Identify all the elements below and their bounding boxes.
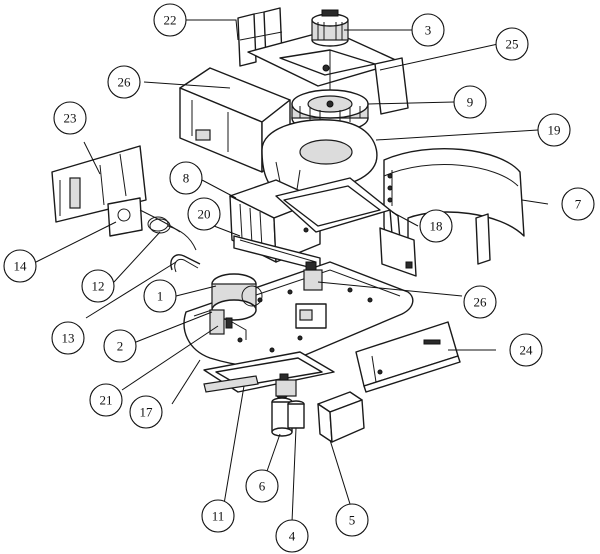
part-5-control-board (317, 391, 365, 443)
callout-20: 21 (89, 383, 123, 417)
callout-label: 23 (64, 111, 77, 126)
callout-13: 13 (51, 321, 85, 355)
part-14-pipe-bracket (107, 197, 181, 237)
callout-label: 1 (157, 289, 164, 304)
part-13-u-pipe (170, 254, 201, 273)
part-3-blower-motor (311, 9, 349, 47)
callout-label: 5 (349, 513, 356, 528)
callout-label: 8 (183, 171, 190, 186)
callout-label: 13 (62, 331, 75, 346)
callout-6: 6 (245, 469, 279, 503)
part-6-capacitor (271, 393, 293, 437)
callout-11: 11 (201, 499, 235, 533)
side-panel (379, 227, 417, 277)
callout-label: 21 (100, 393, 113, 408)
part-4-relay (275, 373, 305, 429)
callout-label: 12 (92, 279, 105, 294)
callout-label: 18 (430, 219, 443, 234)
callout-label: 11 (212, 509, 225, 524)
part-12-coil (147, 216, 197, 251)
callout-26: 26 (463, 285, 497, 319)
callout-3: 3 (411, 13, 445, 47)
callout-label: 14 (14, 259, 28, 274)
callout-25: 26 (107, 65, 141, 99)
callout-label: 19 (548, 123, 561, 138)
callout-label: 7 (575, 197, 582, 212)
callout-19: 20 (187, 197, 221, 231)
callout-label: 22 (164, 13, 177, 28)
callout-8: 8 (169, 161, 203, 195)
part-20-valve (209, 309, 247, 340)
callout-label: 20 (198, 207, 211, 222)
callout-21: 22 (153, 3, 187, 37)
callout-12: 12 (81, 269, 115, 303)
callout-label: 6 (259, 479, 266, 494)
callout-2: 2 (103, 329, 137, 363)
callout-label: 26 (118, 75, 132, 90)
callout-23: 24 (509, 333, 543, 367)
callout-label: 17 (140, 405, 154, 420)
callout-17: 19 (537, 113, 571, 147)
callout-label: 4 (289, 529, 296, 544)
callout-24: 25 (495, 27, 529, 61)
callout-15: 17 (129, 395, 163, 429)
callout-22: 23 (53, 101, 87, 135)
callout-label: 3 (425, 23, 432, 38)
part-11-base-frame (203, 351, 335, 393)
callout-1: 1 (143, 279, 177, 313)
callout-label: 24 (520, 343, 534, 358)
part-24-mounting-plate (247, 29, 409, 115)
callout-5: 5 (335, 503, 369, 537)
callout-4: 4 (275, 519, 309, 553)
part-23-side-panel (355, 321, 461, 393)
callout-label: 26 (474, 295, 488, 310)
callout-7: 7 (561, 187, 595, 221)
callout-14: 14 (3, 249, 37, 283)
callout-label: 2 (117, 339, 124, 354)
callout-18: 18 (419, 209, 453, 243)
callout-9: 9 (453, 85, 487, 119)
callout-label: 25 (506, 37, 519, 52)
leader-lines (35, 19, 549, 523)
callout-label: 9 (467, 95, 474, 110)
part-26-expansion-device (295, 261, 327, 329)
